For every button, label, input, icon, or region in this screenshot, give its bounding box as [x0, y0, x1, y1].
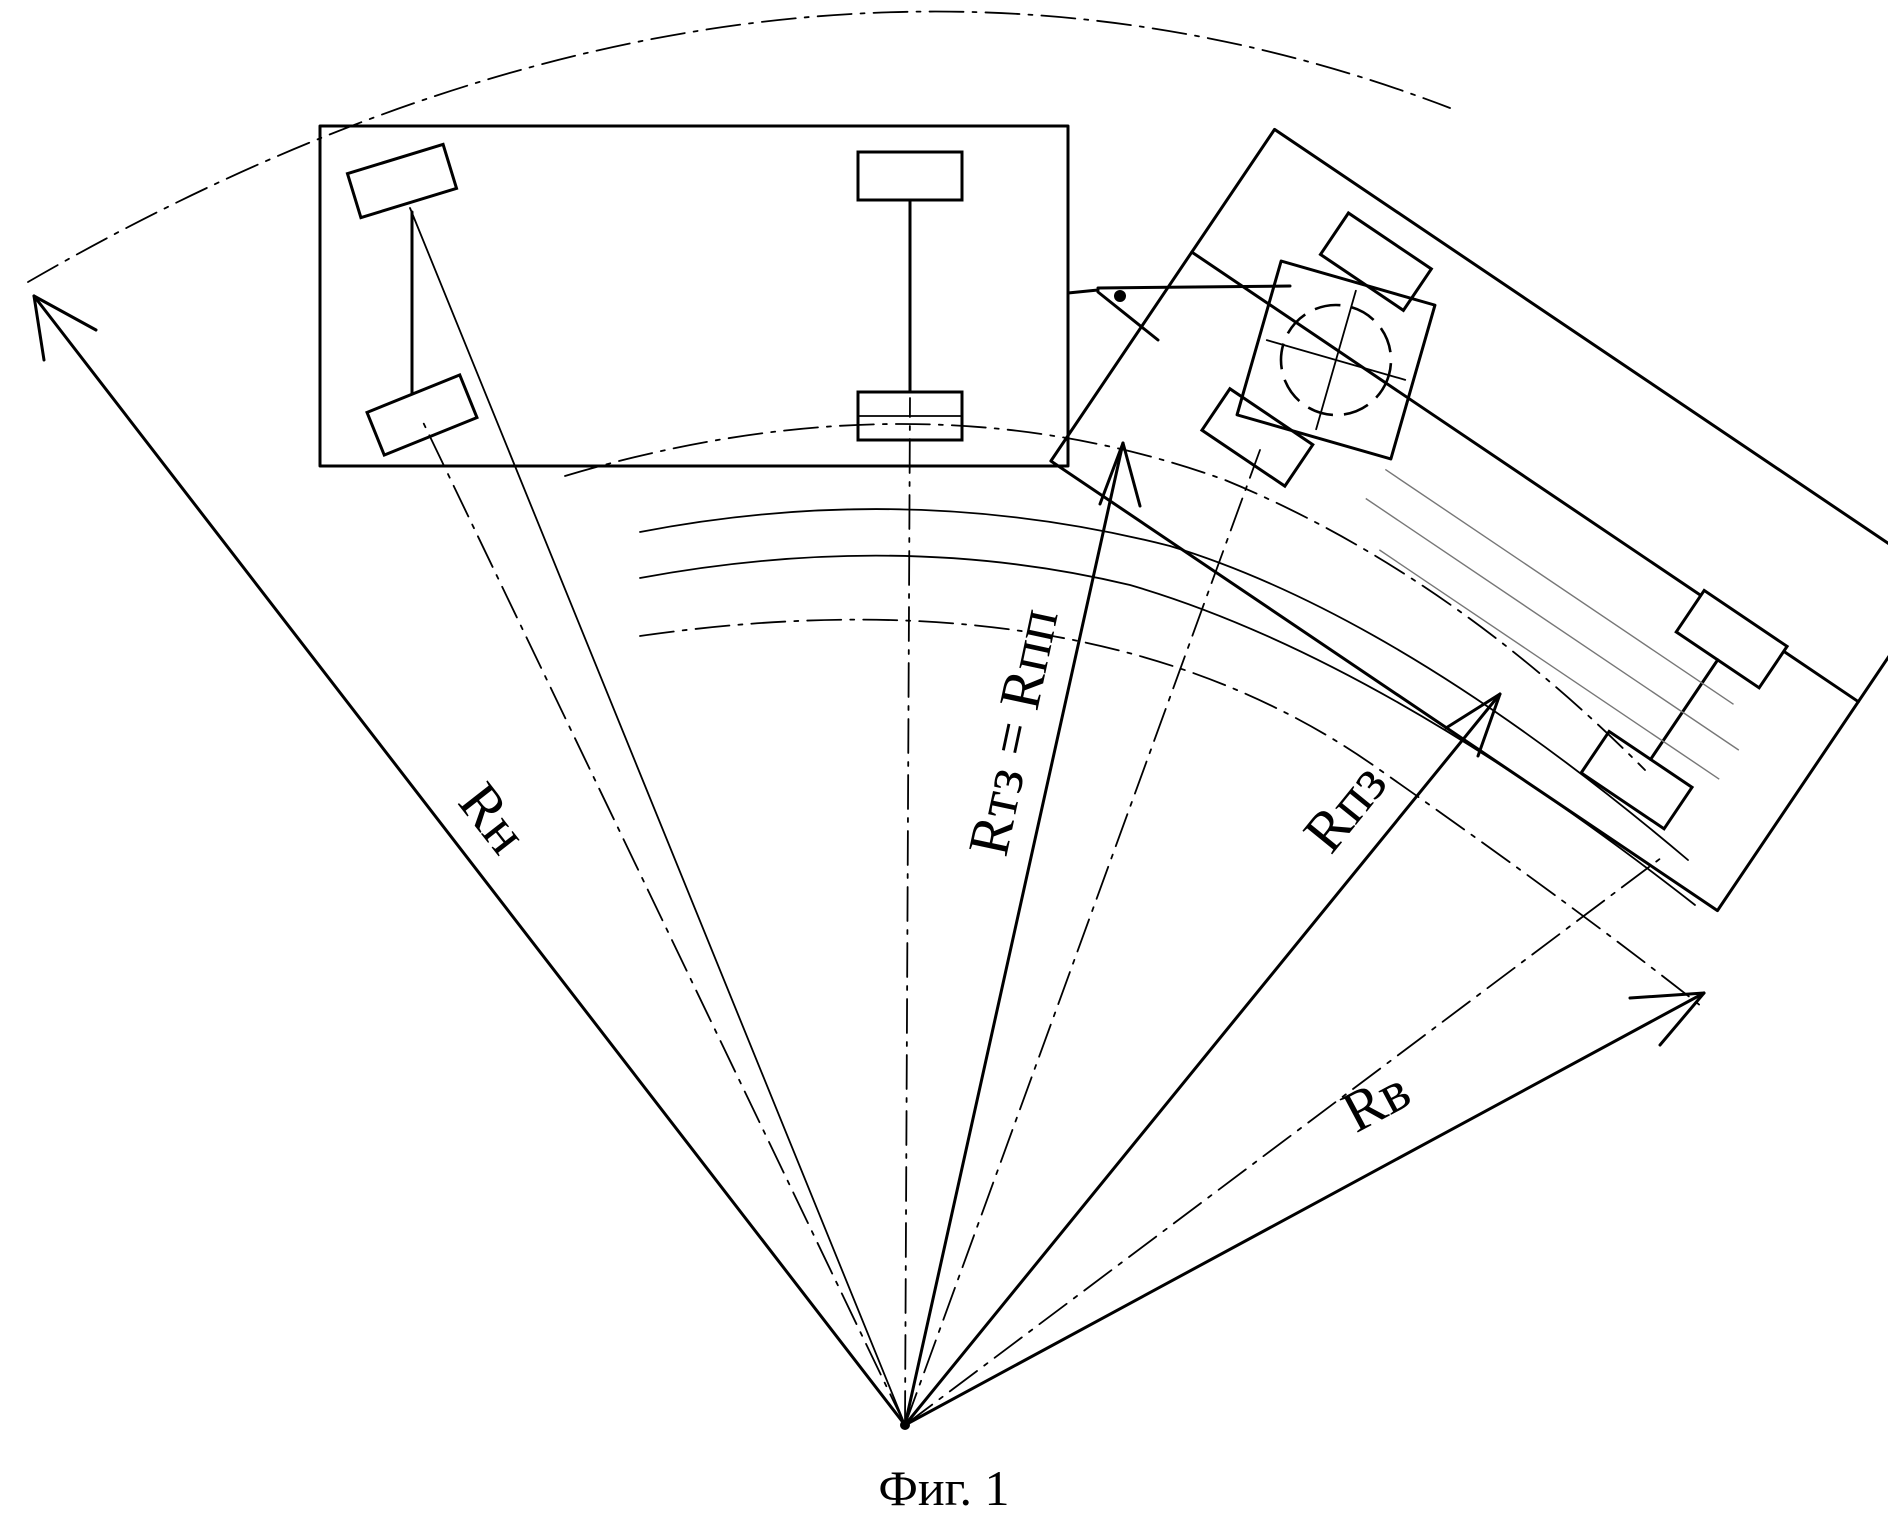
line-to-turntable — [904, 449, 1261, 1426]
trailer-rear-left-wheel — [1674, 588, 1790, 690]
trailer-front-left-wheel — [1318, 210, 1434, 313]
label-r-inner: Rв — [1331, 1057, 1420, 1145]
label-r-tractor-equal: Rтз = Rпп — [955, 603, 1071, 861]
radius-inner — [903, 991, 1706, 1427]
line-to-trailer-rear — [904, 854, 1666, 1426]
turntable — [1235, 259, 1437, 461]
line-to-front-right-wheel — [421, 419, 906, 1426]
radius-outer — [32, 294, 907, 1427]
radius-tractor-equal — [903, 441, 1142, 1427]
tractor-rear-left-wheel — [856, 150, 964, 202]
label-r-outer: Rн — [446, 771, 540, 866]
inner-track-arc-1 — [639, 508, 1689, 861]
tractor-front-right-wheel — [365, 372, 479, 458]
hitch-drawbar — [1096, 284, 1292, 342]
hitch-bar — [1066, 288, 1100, 295]
hitch-pivot — [1114, 290, 1126, 302]
trailer-rear-right-wheel — [1579, 729, 1695, 831]
inner-turning-arc — [639, 618, 1707, 1011]
trailer-front-right-wheel — [1199, 386, 1315, 489]
turntable-plate — [1235, 259, 1437, 461]
tractor-track-arc — [564, 423, 1646, 771]
trailer — [1049, 127, 1888, 913]
tractor-body — [318, 124, 1070, 468]
line-to-front-left-wheel — [409, 207, 906, 1426]
radius-trailer-rear — [903, 692, 1502, 1427]
figure-caption: Фиг. 1 — [878, 1460, 1009, 1516]
tractor-front-left-wheel — [345, 142, 459, 220]
line-to-rear-axle — [904, 397, 911, 1426]
trailer-rear-axle — [1649, 658, 1720, 761]
outer-turning-arc — [27, 10, 1451, 283]
inner-track-arc-2 — [639, 554, 1696, 906]
trailer-body — [1049, 127, 1888, 913]
label-r-trailer-rear: Rпз — [1290, 751, 1399, 864]
